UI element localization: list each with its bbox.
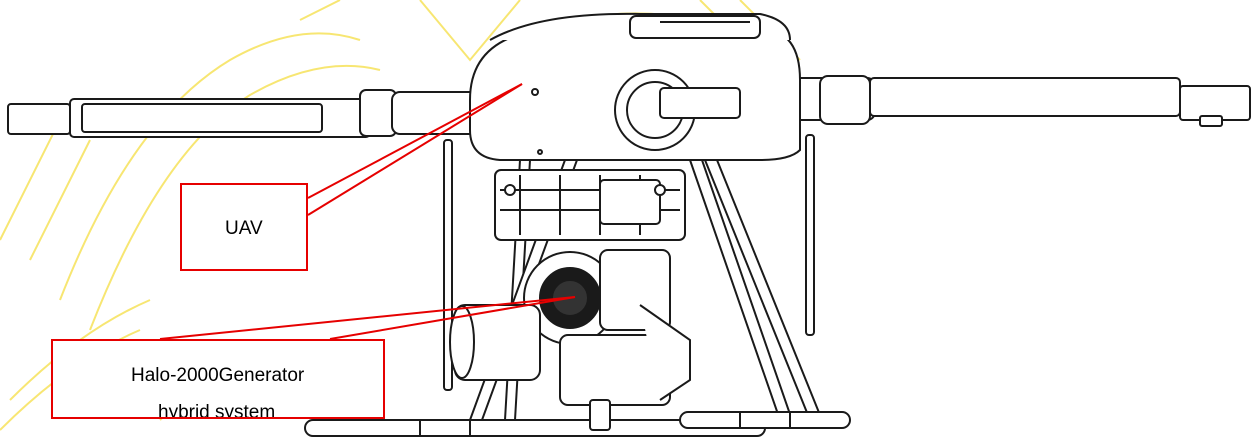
- uav-callout-box: UAV: [180, 183, 308, 271]
- right-arm: [784, 75, 1251, 127]
- generator-label-continued: hybrid system: [158, 402, 276, 419]
- uav-label: UAV: [225, 218, 263, 239]
- left-arm: [7, 89, 483, 138]
- callout-lines: [159, 83, 576, 340]
- generator-callout-box: Halo-2000Generator hybrid system: [51, 339, 385, 419]
- generator-label: Halo-2000Generator: [131, 365, 305, 386]
- generator-assembly: [449, 169, 691, 431]
- fuselage: [469, 12, 801, 161]
